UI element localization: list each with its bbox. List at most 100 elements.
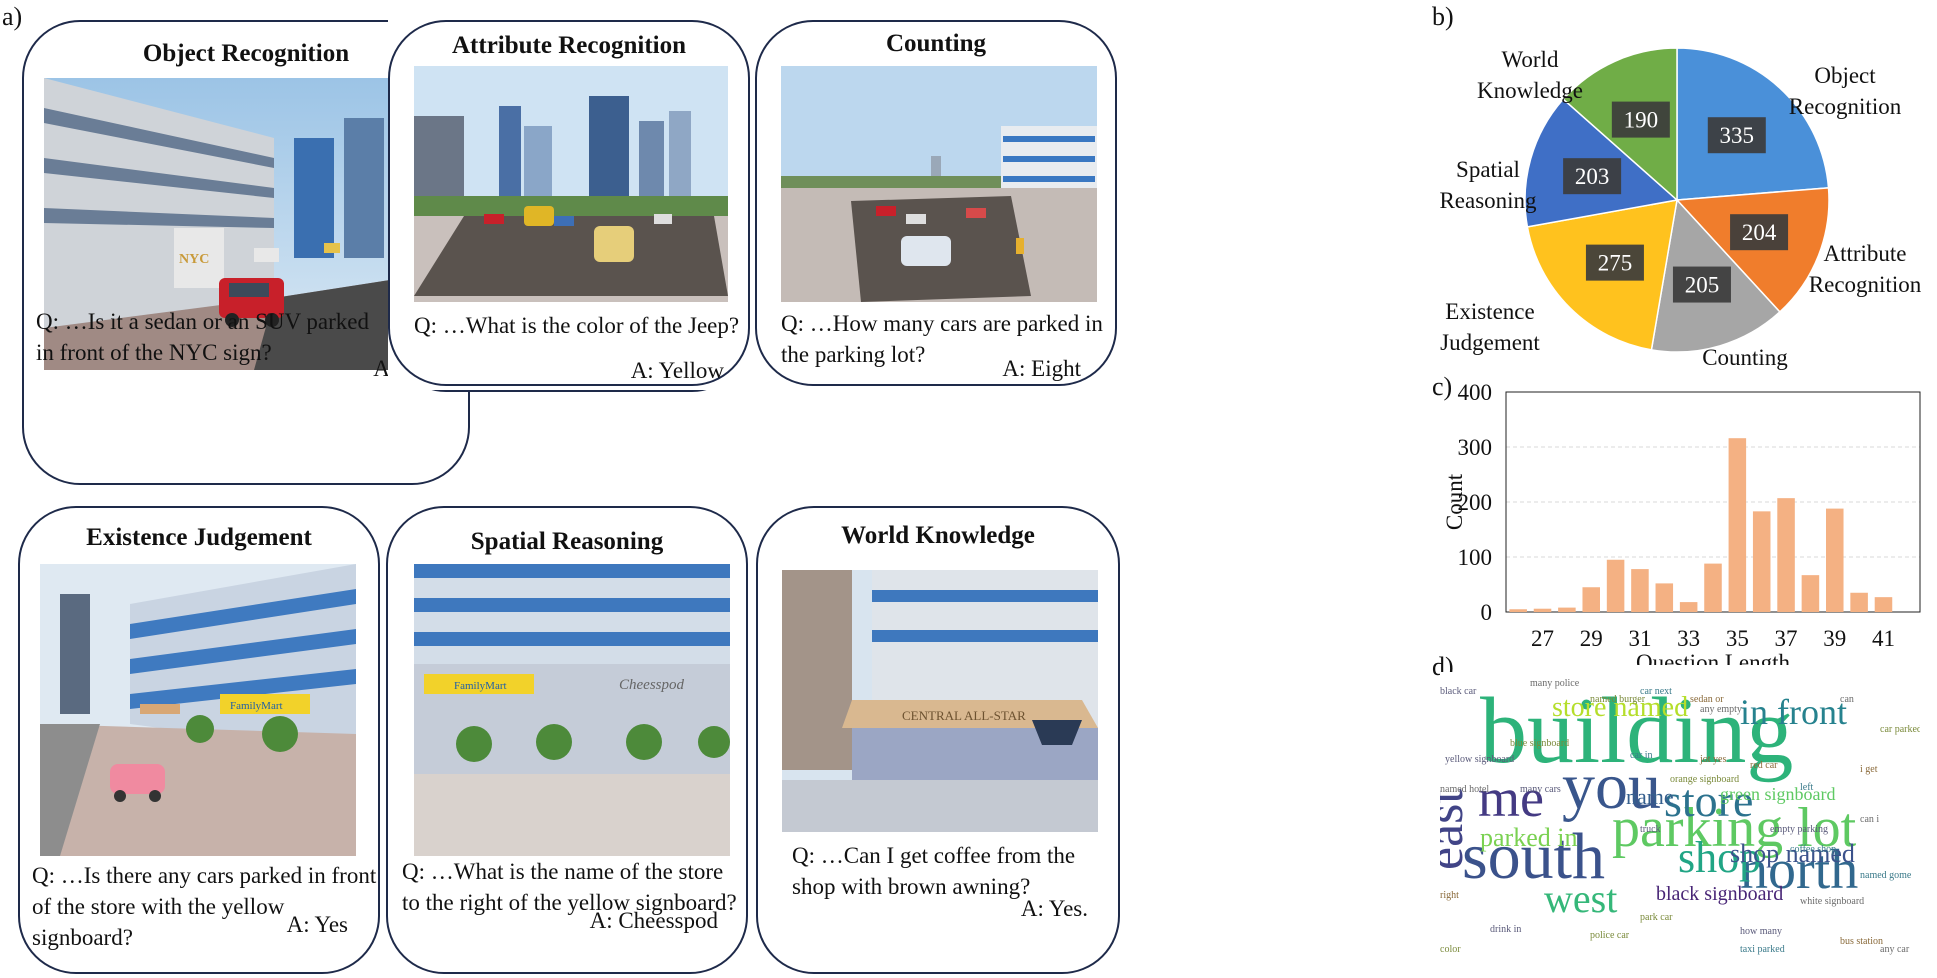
wordcloud-word: name [1626,784,1674,809]
wordcloud-word-small: i get [1860,764,1878,775]
wordcloud-word-small: car in [1630,750,1653,761]
card-existence-judgement-main: Existence Judgement FamilyMart Q: …Is th… [18,506,380,974]
histogram-bar [1801,575,1820,612]
answer-text: A: Yes [286,912,348,937]
x-tick-label: 31 [1628,626,1651,651]
question-text: Q: …Is it a sedan or an SUV parked in fr… [36,309,370,365]
x-axis-label: Question Length [1636,650,1790,665]
histogram-bar [1606,559,1625,612]
wordcloud-word: store [1664,775,1753,826]
panel-label-a: a) [2,2,23,31]
y-tick-label: 200 [1458,490,1493,515]
wordcloud-word-small: can i [1860,814,1879,825]
wordcloud-word-small: can [1840,694,1854,705]
wordcloud-word-small: right [1440,890,1459,901]
y-tick-label: 100 [1458,545,1493,570]
pie-value-label: 203 [1575,164,1610,189]
pie-value-box [1611,101,1670,138]
scene-image: CENTRAL ALL-STAR [782,570,1098,832]
wordcloud-word-small: car next [1640,686,1672,697]
scene-image: FamilyMart [40,564,356,856]
pie-value-label: 275 [1598,251,1633,276]
histogram-bar [1850,592,1868,612]
pie-value-box [1672,266,1731,303]
wordcloud-word: east [1440,789,1474,870]
card-spatial-reasoning: Spatial Reasoning FamilyMart Cheesspod Q… [386,506,748,974]
answer-text: A: Yes. [1020,896,1088,921]
pie-value-box [1730,214,1789,251]
pie-label-existence: Existence Judgement [1440,299,1540,355]
y-tick-label: 400 [1458,380,1493,405]
card-title: Existence Judgement [86,524,312,551]
card-attribute-recognition-main: Attribute Recognition Q: …What is the co… [388,20,750,386]
wordcloud-word-small: white signboard [1800,896,1864,907]
y-tick-label: 300 [1458,435,1493,460]
wordcloud-word-small: taxi parked [1740,944,1785,955]
wordcloud-word-small: left [1800,782,1814,793]
histogram-bar [1728,438,1747,612]
wordcloud-word-small: any car [1880,944,1910,955]
question-text: Q: …Can I get coffee from the shop with … [792,843,1076,899]
wordcloud-word: in front [1740,692,1847,732]
cheesspod-sign: Cheesspod [619,677,684,693]
awning-sign: CENTRAL ALL-STAR [902,708,1026,723]
histogram-bar [1582,587,1601,612]
card-title: Counting [885,30,987,57]
wordcloud-word-small: named gome [1860,870,1912,881]
question-text: Q: …Is there any cars parked in front of… [32,863,377,950]
pie-label-object: Object Recognition [1788,63,1902,119]
wordcloud-word-small: empty parking [1770,824,1828,835]
wordcloud-word-small: park car [1640,912,1673,923]
wordcloud-word-small: jot yes [1699,754,1726,765]
pie-value-box [1585,244,1644,281]
card-world-knowledge: World Knowledge CENTRAL ALL-STAR Q: …Can… [756,506,1120,974]
question-text: Q: …What is the color of the Jeep? [414,313,740,338]
wordcloud-word-small: police car [1590,930,1630,941]
wordcloud-word: parked in [1480,823,1577,852]
wordcloud-word-small: color [1440,944,1461,955]
wordcloud-word-small: named hotel [1440,784,1489,795]
wordcloud-word-small: truck [1640,824,1661,835]
y-tick-label: 0 [1481,600,1493,625]
x-tick-label: 35 [1726,626,1749,651]
x-tick-label: 33 [1677,626,1700,651]
histogram-bar [1679,602,1698,612]
wordcloud-word: north [1740,839,1858,901]
wordcloud-word-small: named burger [1590,694,1646,705]
wordcloud-word-small: orange signboard [1670,774,1739,785]
wordcloud-word: shop [1678,833,1761,882]
wordcloud-word: store named [1552,692,1688,723]
familymart-sign: FamilyMart [454,680,507,692]
wordcloud-word-small: how many [1740,926,1782,937]
wordcloud-word: you [1562,750,1661,823]
wordcloud-word-small: many police [1530,678,1580,689]
wordcloud-word: parking lot [1612,797,1857,859]
question-text: Q: …How many cars are parked in the park… [781,311,1103,367]
pie-value-label: 205 [1685,273,1720,298]
wordcloud-word-small: sedan or [1690,694,1724,705]
scene-image [414,66,728,302]
pie-label-world: World Knowledge [1476,47,1584,103]
scene-image: FamilyMart Cheesspod [414,564,730,856]
pie-value-box [1707,117,1766,154]
wordcloud-word-small: black car [1440,686,1477,697]
wordcloud-word-small: many cars [1520,784,1561,795]
pie-value-label: 190 [1624,108,1659,133]
card-counting: Counting Q: …How many cars are parked in… [755,20,1117,386]
y-axis-label: Count [1442,473,1467,530]
x-tick-label: 29 [1580,626,1603,651]
histogram-bar [1533,608,1552,612]
panel-label-c: c) [1432,372,1453,401]
pie-value-label: 335 [1720,123,1755,148]
wordcloud-word: west [1544,876,1617,921]
x-tick-label: 41 [1872,626,1895,651]
pie-label-counting: Counting [1702,345,1788,370]
card-title: World Knowledge [841,522,1035,549]
wordcloud-word: south [1462,820,1605,893]
wordcloud-word-small: car parked [1880,724,1920,735]
pie-value-box [1563,158,1622,195]
familymart-sign: FamilyMart [230,700,283,712]
